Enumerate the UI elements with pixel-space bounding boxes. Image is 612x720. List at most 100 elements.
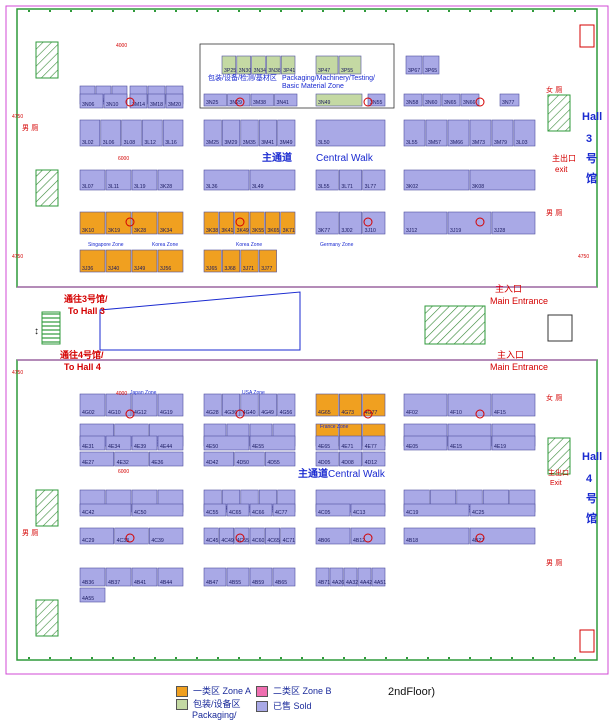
booth[interactable]: 3J36: [79, 249, 106, 273]
booth[interactable]: 4A55: [79, 587, 106, 603]
booth[interactable]: 3L77: [362, 169, 386, 191]
booth[interactable]: 3M20: [165, 93, 184, 109]
booth[interactable]: 4E65: [315, 435, 339, 451]
booth[interactable]: 3J10: [362, 211, 386, 235]
booth[interactable]: 3N60: [422, 93, 442, 107]
booth[interactable]: 4G77: [362, 393, 386, 417]
booth[interactable]: 4G65: [315, 393, 339, 417]
booth[interactable]: 3N41: [274, 93, 298, 107]
booth[interactable]: 3N34: [251, 55, 267, 75]
booth[interactable]: 4E31: [79, 435, 106, 451]
booth[interactable]: 4C66: [249, 503, 273, 517]
booth[interactable]: 3K08: [469, 169, 536, 191]
booth[interactable]: 3K28: [157, 169, 184, 191]
booth[interactable]: 4B12: [350, 527, 386, 545]
booth[interactable]: 4B27: [469, 527, 536, 545]
booth[interactable]: 4E71: [339, 435, 362, 451]
booth[interactable]: 4G73: [339, 393, 362, 417]
booth[interactable]: 4E39: [131, 435, 158, 451]
booth[interactable]: 4E34: [105, 435, 132, 451]
booth[interactable]: 3L49: [249, 169, 296, 191]
booth[interactable]: 3J02: [339, 211, 362, 235]
booth[interactable]: 3J71: [240, 249, 259, 273]
booth[interactable]: 3N55: [367, 93, 386, 107]
booth[interactable]: 3N25: [203, 93, 227, 107]
booth[interactable]: 4F02: [403, 393, 448, 417]
booth[interactable]: 3N29: [227, 93, 251, 107]
booth[interactable]: 3M38: [250, 93, 274, 107]
booth[interactable]: 4C29: [79, 527, 114, 545]
booth[interactable]: 4D50: [234, 451, 265, 467]
booth[interactable]: 3L16: [162, 119, 184, 147]
booth[interactable]: 3N06: [79, 93, 104, 109]
booth[interactable]: 4E55: [249, 435, 296, 451]
booth[interactable]: 3K65: [265, 211, 280, 235]
booth[interactable]: 3P67: [405, 55, 423, 75]
booth[interactable]: 3L12: [142, 119, 163, 147]
booth[interactable]: 3K77: [315, 211, 339, 235]
booth[interactable]: 3K02: [403, 169, 470, 191]
booth[interactable]: 3J56: [157, 249, 184, 273]
booth[interactable]: 4G19: [157, 393, 184, 417]
booth[interactable]: 4E15: [447, 435, 492, 451]
booth[interactable]: 3P55: [338, 55, 362, 75]
booth[interactable]: 3N38: [266, 55, 281, 75]
booth[interactable]: 4B06: [315, 527, 351, 545]
booth[interactable]: 3K55: [249, 211, 265, 235]
booth[interactable]: 3M35: [240, 119, 259, 147]
booth[interactable]: 4A26: [329, 567, 344, 587]
booth[interactable]: 4A51: [371, 567, 386, 587]
booth[interactable]: 4B41: [131, 567, 158, 587]
booth[interactable]: 3J68: [222, 249, 241, 273]
booth[interactable]: 4C33: [114, 527, 149, 545]
booth[interactable]: 4C49: [219, 527, 234, 545]
booth[interactable]: 3L55: [315, 169, 339, 191]
booth[interactable]: 3L71: [339, 169, 362, 191]
booth[interactable]: 3L03: [513, 119, 536, 147]
booth[interactable]: 3N58: [403, 93, 423, 107]
booth[interactable]: 4C60: [249, 527, 265, 545]
booth[interactable]: 4E27: [79, 451, 114, 467]
booth[interactable]: 4C45: [203, 527, 219, 545]
booth[interactable]: 3K28: [131, 211, 158, 235]
booth[interactable]: 3J65: [203, 249, 222, 273]
booth[interactable]: 3L19: [131, 169, 158, 191]
booth[interactable]: 4C55: [203, 503, 227, 517]
booth[interactable]: 3K34: [157, 211, 184, 235]
booth[interactable]: 4B18: [403, 527, 470, 545]
booth[interactable]: 3K10: [79, 211, 106, 235]
booth[interactable]: 4C50: [131, 503, 184, 517]
booth[interactable]: 3M14: [129, 93, 148, 109]
booth[interactable]: 4C25: [469, 503, 536, 517]
booth[interactable]: 3L07: [79, 169, 106, 191]
booth[interactable]: 4G02: [79, 393, 106, 417]
booth[interactable]: 4E36: [149, 451, 184, 467]
booth[interactable]: 4B37: [105, 567, 132, 587]
booth[interactable]: 3K38: [203, 211, 219, 235]
booth[interactable]: 4B47: [203, 567, 227, 587]
booth[interactable]: 3L11: [105, 169, 132, 191]
booth[interactable]: 4C05: [315, 503, 351, 517]
booth[interactable]: 3K41: [219, 211, 234, 235]
booth[interactable]: 3M25: [203, 119, 222, 147]
booth[interactable]: 4E32: [114, 451, 149, 467]
booth[interactable]: 3P65: [422, 55, 440, 75]
booth[interactable]: 4A32: [343, 567, 358, 587]
booth[interactable]: 3M73: [469, 119, 492, 147]
booth[interactable]: 4D12: [362, 451, 386, 467]
booth[interactable]: 3N65: [441, 93, 461, 107]
booth[interactable]: 4D05: [315, 451, 339, 467]
booth[interactable]: 4C71: [280, 527, 296, 545]
booth[interactable]: 3N30: [236, 55, 252, 75]
booth[interactable]: 4C42: [79, 503, 132, 517]
booth[interactable]: 4C65: [265, 527, 280, 545]
booth[interactable]: 3N77: [499, 93, 520, 107]
booth[interactable]: 3J12: [403, 211, 448, 235]
booth[interactable]: 4E44: [157, 435, 184, 451]
booth[interactable]: 4B36: [79, 567, 106, 587]
booth[interactable]: 4G49: [258, 393, 277, 417]
booth[interactable]: 4D55: [265, 451, 296, 467]
booth[interactable]: 3L50: [315, 119, 386, 147]
booth[interactable]: 3K49: [234, 211, 250, 235]
booth[interactable]: 3N66: [460, 93, 480, 107]
